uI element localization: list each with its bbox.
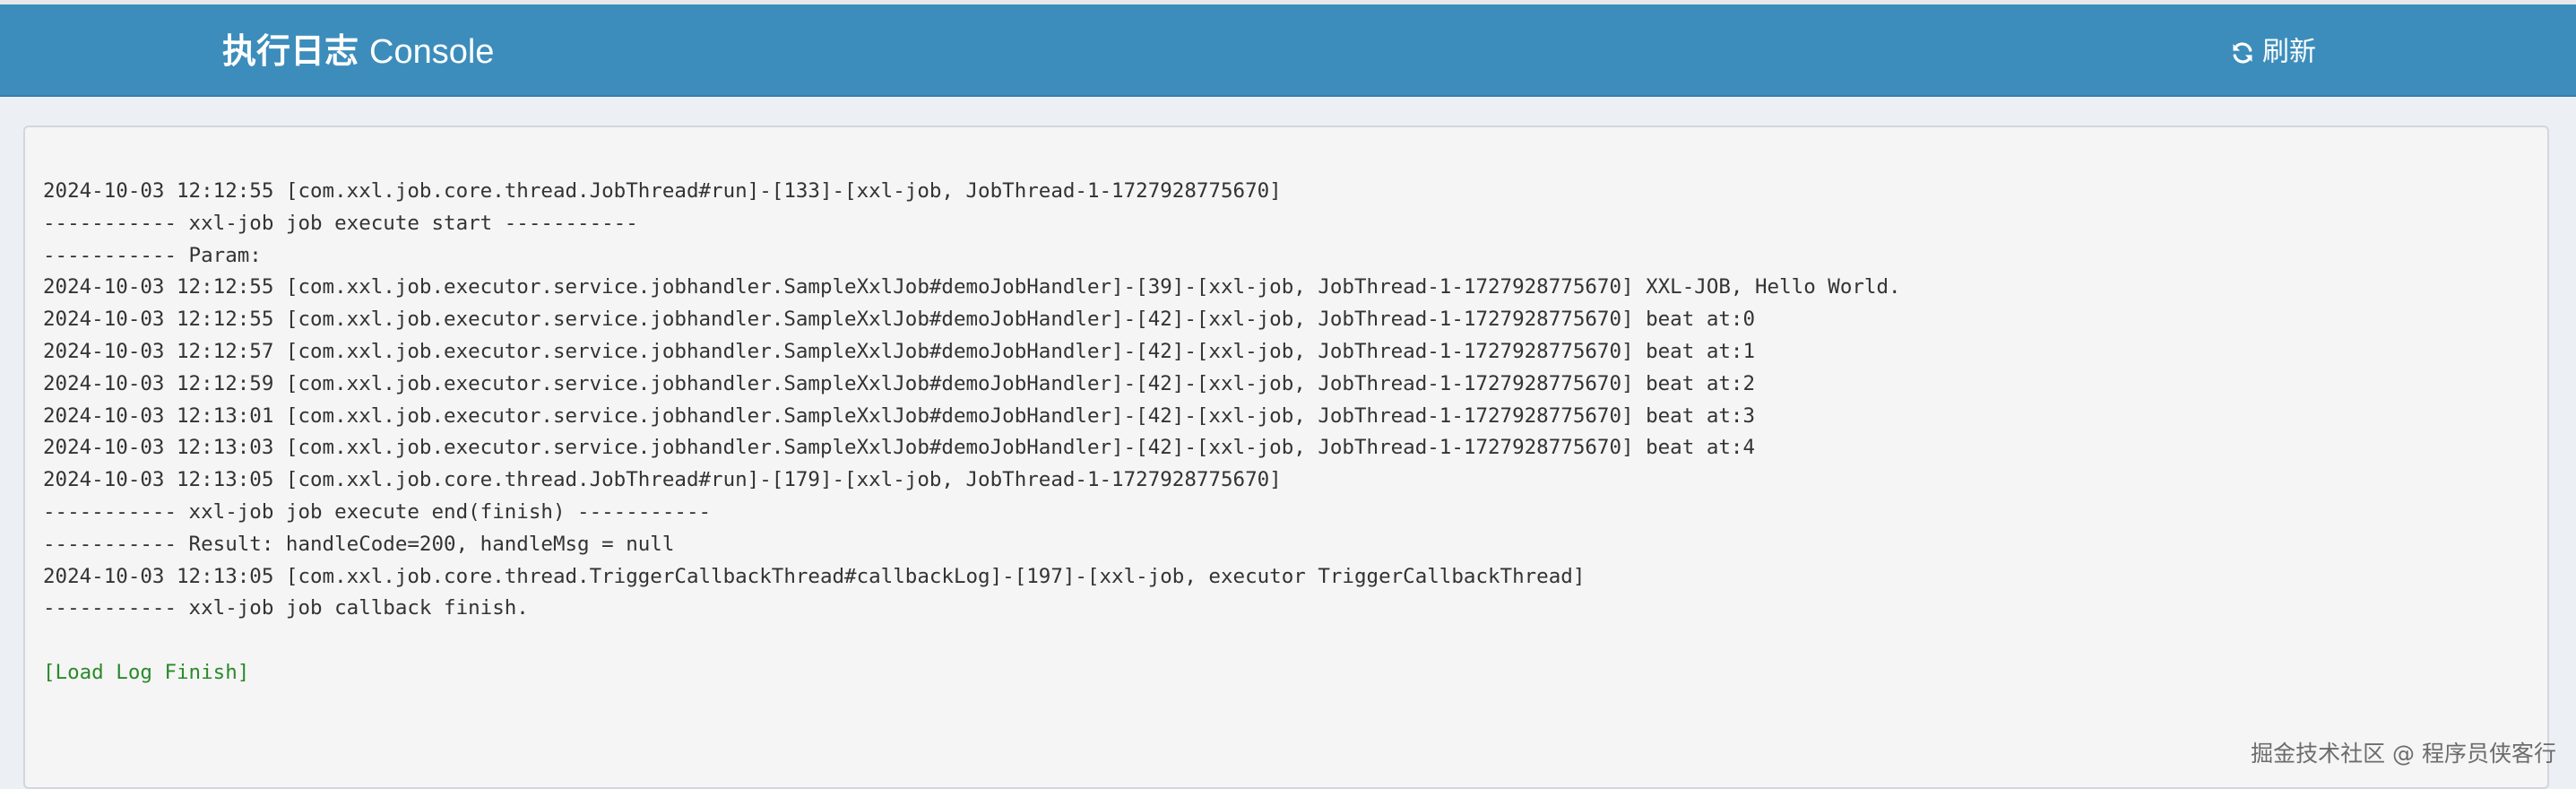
log-line: ----------- xxl-job job callback finish. <box>43 596 529 620</box>
log-line: ----------- xxl-job job execute start --… <box>43 211 638 235</box>
window-top-strip <box>0 0 2576 4</box>
log-line: 2024-10-03 12:13:05 [com.xxl.job.core.th… <box>43 564 1586 588</box>
refresh-icon <box>2233 41 2252 64</box>
log-line: 2024-10-03 12:13:01 [com.xxl.job.executo… <box>43 403 1756 428</box>
log-console[interactable]: 2024-10-03 12:12:55 [com.xxl.job.core.th… <box>23 126 2549 789</box>
page-title-cn: 执行日志 <box>222 31 359 71</box>
log-line: 2024-10-03 12:12:55 [com.xxl.job.executo… <box>43 275 1901 299</box>
log-line: ----------- xxl-job job execute end(fini… <box>43 499 712 524</box>
log-line: 2024-10-03 12:13:05 [com.xxl.job.core.th… <box>43 468 1282 492</box>
log-blank-line <box>43 625 1901 657</box>
log-line: 2024-10-03 12:12:59 [com.xxl.job.executo… <box>43 371 1756 395</box>
page-title: 执行日志 Console <box>222 29 494 74</box>
log-finish-message: [Load Log Finish] <box>43 660 250 684</box>
log-line: 2024-10-03 12:12:57 [com.xxl.job.executo… <box>43 339 1756 363</box>
log-content: 2024-10-03 12:12:55 [com.xxl.job.core.th… <box>43 176 1901 689</box>
page-title-en: Console <box>369 33 495 71</box>
log-line: 2024-10-03 12:12:55 [com.xxl.job.core.th… <box>43 179 1282 203</box>
watermark: 掘金技术社区 @ 程序员侠客行 <box>2251 741 2556 767</box>
log-line: ----------- Result: handleCode=200, hand… <box>43 532 675 556</box>
log-line: 2024-10-03 12:13:03 [com.xxl.job.executo… <box>43 436 1756 460</box>
refresh-button[interactable]: 刷新 <box>2230 34 2316 70</box>
refresh-label: 刷新 <box>2262 36 2316 68</box>
log-line: 2024-10-03 12:12:55 [com.xxl.job.executo… <box>43 308 1756 332</box>
log-line: ----------- Param: <box>43 243 262 267</box>
header-bar: 执行日志 Console 刷新 <box>0 4 2576 97</box>
